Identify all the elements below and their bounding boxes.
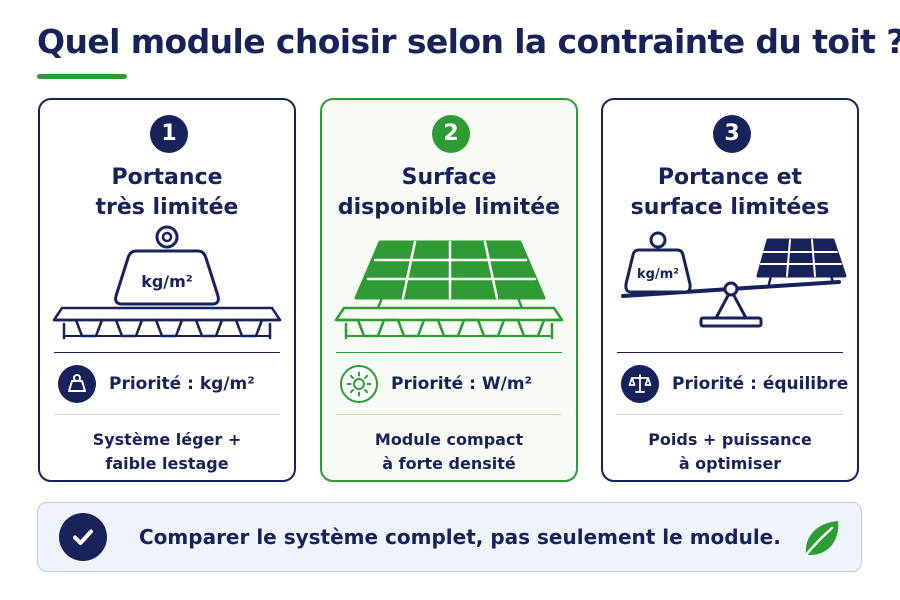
priority-row: Priorité : équilibre <box>621 365 848 403</box>
card-number: 2 <box>432 115 470 153</box>
desc-line2: à forte densité <box>382 454 516 473</box>
card-title: Surface disponible limitée <box>322 163 576 223</box>
card-number: 1 <box>150 115 188 153</box>
card-portance: 1 Portance très limitée kg/m² <box>38 98 296 482</box>
solar-panel-on-roof-illustration <box>334 240 564 340</box>
weight-label: kg/m² <box>637 267 679 282</box>
divider <box>336 352 562 353</box>
priority-text: Priorité : équilibre <box>672 374 849 394</box>
card-description: Système léger + faible lestage <box>40 428 294 476</box>
divider <box>617 352 843 353</box>
card-title: Portance très limitée <box>40 163 294 223</box>
card-title-line1: Portance et <box>657 165 803 190</box>
divider <box>617 414 843 415</box>
banner-text: Comparer le système complet, pas seuleme… <box>139 525 781 549</box>
desc-line2: à optimiser <box>678 454 782 473</box>
divider <box>54 414 280 415</box>
card-portance-surface: 3 Portance et surface limitées <box>601 98 859 482</box>
title-underline <box>37 74 127 79</box>
priority-row: Priorité : W/m² <box>340 365 532 403</box>
conclusion-banner: Comparer le système complet, pas seuleme… <box>37 502 862 572</box>
priority-text: Priorité : kg/m² <box>109 374 255 394</box>
weight-on-roof-illustration: kg/m² <box>52 225 282 340</box>
card-title-line2: très limitée <box>95 195 239 220</box>
scale-icon <box>621 365 659 403</box>
card-title-line1: Surface <box>401 165 497 190</box>
divider <box>336 414 562 415</box>
card-title: Portance et surface limitées <box>603 163 857 223</box>
card-description: Poids + puissance à optimiser <box>603 428 857 476</box>
weight-label: kg/m² <box>141 272 193 291</box>
sun-icon <box>340 365 378 403</box>
check-icon <box>59 513 107 561</box>
priority-text: Priorité : W/m² <box>391 374 532 394</box>
weight-icon <box>58 365 96 403</box>
card-surface: 2 Surface disponible limitée <box>320 98 578 482</box>
balance-illustration: kg/m² <box>621 231 847 328</box>
desc-line1: Système léger + <box>92 430 242 449</box>
card-title-line1: Portance <box>111 165 223 190</box>
page-title: Quel module choisir selon la contrainte … <box>37 22 900 61</box>
card-title-line2: surface limitées <box>630 195 830 220</box>
leaf-icon <box>804 521 839 557</box>
card-title-line2: disponible limitée <box>337 195 561 220</box>
desc-line2: faible lestage <box>105 454 229 473</box>
card-description: Module compact à forte densité <box>322 428 576 476</box>
card-number: 3 <box>713 115 751 153</box>
desc-line1: Module compact <box>374 430 524 449</box>
priority-row: Priorité : kg/m² <box>58 365 255 403</box>
divider <box>54 352 280 353</box>
desc-line1: Poids + puissance <box>648 430 812 449</box>
